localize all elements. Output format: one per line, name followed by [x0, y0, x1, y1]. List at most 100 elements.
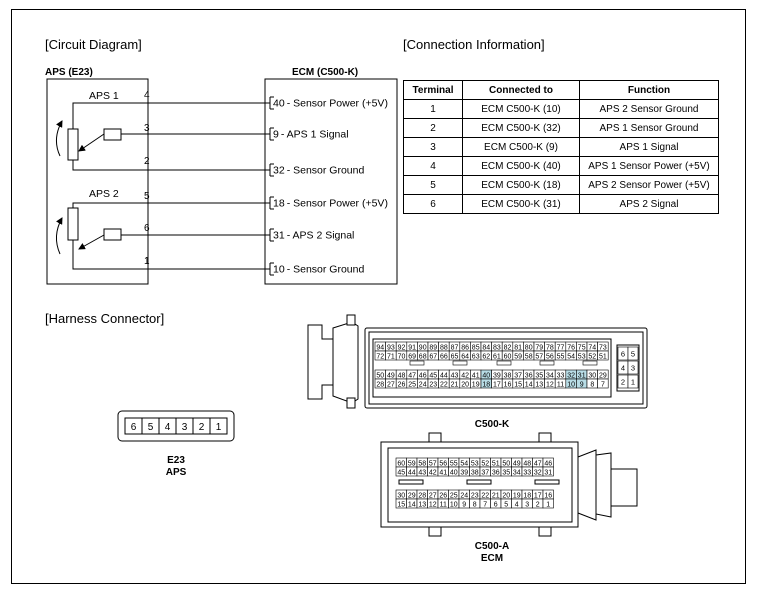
aps-box — [46, 78, 149, 285]
c500a-pin-40: 40 — [450, 469, 458, 476]
e23-pin-5: 5 — [148, 422, 154, 433]
c500a-pin-21: 21 — [492, 492, 500, 499]
c500a-pin-51: 51 — [492, 460, 500, 467]
aps1-signal-block — [103, 128, 122, 141]
c500k-pin-23: 23 — [429, 381, 437, 388]
c500k-pin-35: 35 — [535, 372, 543, 379]
c500k-pin-60: 60 — [504, 353, 512, 360]
ecm-item-10: 10- Sensor Ground — [273, 264, 364, 276]
c500k-pin-62: 62 — [482, 353, 490, 360]
terminal-cell: 4 — [403, 156, 463, 176]
c500a-pin-26: 26 — [439, 492, 447, 499]
c500a-pin-28: 28 — [418, 492, 426, 499]
c500k-side-pin-1: 1 — [631, 378, 635, 387]
c500k-pin-94: 94 — [376, 344, 384, 351]
ecm-item-40: 40- Sensor Power (+5V) — [273, 98, 388, 110]
c500a-pin-6: 6 — [494, 501, 498, 508]
connected-to-cell: ECM C500-K (40) — [462, 156, 580, 176]
function-cell: APS 2 Signal — [579, 194, 719, 214]
c500k-pin-87: 87 — [451, 344, 459, 351]
c500k-pin-14: 14 — [525, 381, 533, 388]
c500a-pin-55: 55 — [450, 460, 458, 467]
c500k-pin-85: 85 — [472, 344, 480, 351]
aps1-resistor — [67, 128, 79, 161]
c500a-pin-31: 31 — [544, 469, 552, 476]
c500k-pin-77: 77 — [557, 344, 565, 351]
c500a-pin-12: 12 — [429, 501, 437, 508]
c500k-pin-28: 28 — [376, 381, 384, 388]
c500k-pin-cell — [597, 350, 609, 361]
c500a-pin-9: 9 — [462, 501, 466, 508]
e23-label: E23 — [167, 455, 185, 466]
terminal-cell: 3 — [403, 137, 463, 157]
aps-box-title: APS (E23) — [45, 67, 93, 78]
c500k-pin-82: 82 — [504, 344, 512, 351]
c500k-side-cell — [627, 360, 639, 375]
connection-info-title: [Connection Information] — [403, 37, 545, 52]
circuit-diagram-title: [Circuit Diagram] — [45, 37, 142, 52]
c500k-pin-11: 11 — [557, 381, 564, 388]
c500k-pin-61: 61 — [493, 353, 501, 360]
c500a-pin-25: 25 — [450, 492, 458, 499]
c500k-pin-93: 93 — [387, 344, 395, 351]
c500a-pin-37: 37 — [481, 469, 489, 476]
c500a-pin-cell — [542, 466, 554, 477]
c500a-pin-50: 50 — [502, 460, 510, 467]
c500k-pin-70: 70 — [398, 353, 406, 360]
c500k-pin-76: 76 — [567, 344, 575, 351]
c500a-pin-2: 2 — [536, 501, 540, 508]
header-function: Function — [579, 80, 719, 100]
c500a-pin-20: 20 — [502, 492, 510, 499]
c500k-side-pin-4: 4 — [621, 364, 625, 373]
c500a-pin-59: 59 — [408, 460, 416, 467]
ecm-item-31: 31- APS 2 Signal — [273, 230, 354, 242]
c500k-pin-56: 56 — [546, 353, 554, 360]
c500a-pin-15: 15 — [397, 501, 405, 508]
c500k-pin-34: 34 — [546, 372, 554, 379]
c500a-pin-19: 19 — [513, 492, 521, 499]
c500k-pin-52: 52 — [588, 353, 596, 360]
table-header-row: Terminal Connected to Function — [403, 80, 719, 100]
ecm-item-text: - Sensor Power (+5V) — [287, 98, 388, 110]
c500a-pin-58: 58 — [418, 460, 426, 467]
c500k-pin-37: 37 — [514, 372, 522, 379]
c500k-pin-81: 81 — [514, 344, 522, 351]
ecm-item-text: - Sensor Ground — [287, 165, 365, 177]
page-frame — [11, 9, 746, 584]
c500k-pin-89: 89 — [429, 344, 437, 351]
function-cell: APS 1 Sensor Power (+5V) — [579, 156, 719, 176]
ecm-item-text: - APS 2 Signal — [287, 230, 355, 242]
c500k-pin-cell — [597, 378, 609, 389]
c500k-pin-29: 29 — [599, 372, 607, 379]
c500k-pin-12: 12 — [546, 381, 554, 388]
c500a-pin-13: 13 — [418, 501, 426, 508]
c500k-pin-54: 54 — [567, 353, 575, 360]
c500k-pin-21: 21 — [451, 381, 459, 388]
e23-pin-3: 3 — [182, 422, 188, 433]
c500a-pin-3: 3 — [525, 501, 529, 508]
c500k-pin-90: 90 — [419, 344, 427, 351]
function-cell: APS 1 Sensor Ground — [579, 118, 719, 138]
c500a-pin-39: 39 — [460, 469, 468, 476]
c500k-pin-73: 73 — [599, 344, 607, 351]
c500k-pin-43: 43 — [451, 372, 459, 379]
aps2-pin-6: 6 — [144, 223, 150, 234]
c500a-pin-8: 8 — [473, 501, 477, 508]
ecm-item-32: 32- Sensor Ground — [273, 165, 364, 177]
c500a-pin-18: 18 — [523, 492, 531, 499]
ecm-item-pin: 40 — [273, 98, 285, 110]
aps1-sensor: APS 1 4 3 2 — [56, 90, 150, 171]
aps1-pin-4: 4 — [144, 90, 150, 101]
connected-to-cell: ECM C500-K (31) — [462, 194, 580, 214]
c500k-pin-69: 69 — [408, 353, 416, 360]
c500a-pin-7: 7 — [483, 501, 487, 508]
ecm-box-title: ECM (C500-K) — [292, 67, 358, 78]
c500a-pin-42: 42 — [429, 469, 437, 476]
c500k-pin-8: 8 — [590, 381, 594, 388]
header-connected-to: Connected to — [462, 80, 580, 100]
